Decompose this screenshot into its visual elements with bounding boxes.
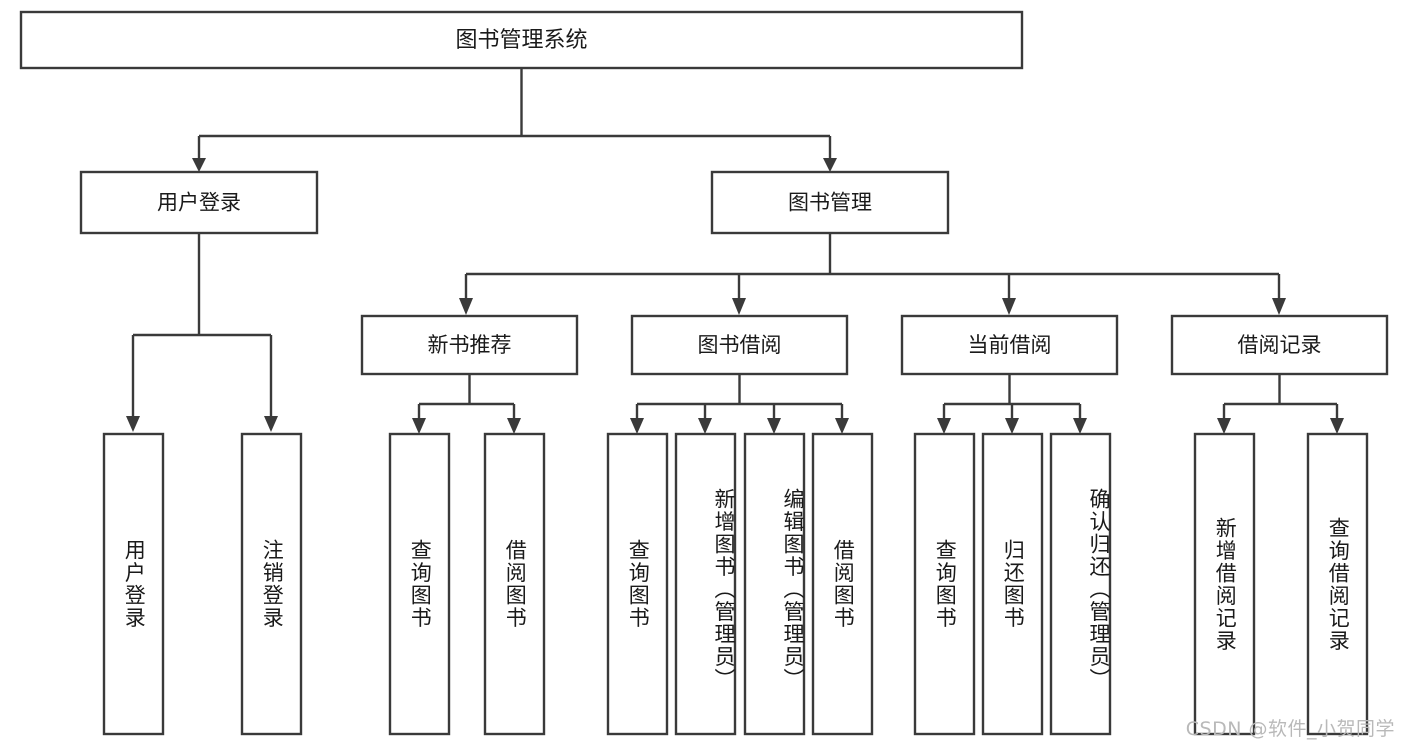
- leaf-box-edit-book-admin[interactable]: [743, 432, 806, 736]
- node-current-borrow-label: 当前借阅: [968, 333, 1052, 357]
- node-new-book-recommend-box[interactable]: [360, 314, 579, 376]
- node-current-borrow[interactable]: 当前借阅: [900, 314, 1119, 376]
- node-book-borrow[interactable]: 图书借阅: [630, 314, 849, 376]
- leaf-box-borrow-book-newbook[interactable]: [483, 432, 546, 736]
- node-user-login[interactable]: 用户登录: [79, 170, 319, 235]
- node-borrow-record-label: 借阅记录: [1238, 333, 1322, 357]
- leaf-box-query-book-borrow[interactable]: [606, 432, 669, 736]
- node-book-borrow-label: 图书借阅: [698, 333, 782, 357]
- node-root-label: 图书管理系统: [455, 28, 587, 53]
- leaf-box-return-book[interactable]: [981, 432, 1044, 736]
- leaf-box-logout[interactable]: [240, 432, 303, 736]
- node-root-book-management-system[interactable]: 图书管理系统: [19, 10, 1024, 70]
- node-current-borrow-box[interactable]: [900, 314, 1119, 376]
- arrow-head-to-user-login: [192, 158, 206, 172]
- connector-borrow-record-to-leaves: [1217, 374, 1344, 434]
- connector-root-to-level2: [192, 68, 837, 172]
- leaf-box-query-book-newbook[interactable]: [388, 432, 451, 736]
- connector-book-management-to-level3: [459, 233, 1286, 315]
- node-root-box[interactable]: [19, 10, 1024, 70]
- leaf-box-add-borrow-record[interactable]: [1193, 432, 1256, 736]
- leaf-box-user-login[interactable]: [102, 432, 165, 736]
- leaf-box-add-book-admin[interactable]: [674, 432, 737, 736]
- node-user-login-box[interactable]: [79, 170, 319, 235]
- leaf-box-confirm-return-admin[interactable]: [1049, 432, 1112, 736]
- leaf-box-query-book-current[interactable]: [913, 432, 976, 736]
- node-new-book-recommend[interactable]: 新书推荐: [360, 314, 579, 376]
- node-new-book-recommend-label: 新书推荐: [428, 333, 512, 357]
- watermark-text: CSDN @软件_小贺同学: [1185, 718, 1395, 740]
- node-book-management-label: 图书管理: [788, 191, 872, 215]
- connector-new-book-to-leaves: [412, 374, 521, 434]
- arrow-head-to-book-management: [823, 158, 837, 172]
- connector-user-login-to-leaves: [126, 233, 278, 432]
- node-user-login-label: 用户登录: [157, 191, 241, 215]
- connector-book-borrow-to-leaves: [630, 374, 849, 434]
- connector-current-borrow-to-leaves: [937, 374, 1087, 434]
- node-borrow-record[interactable]: 借阅记录: [1170, 314, 1389, 376]
- leaf-box-borrow-book[interactable]: [811, 432, 874, 736]
- node-book-management[interactable]: 图书管理: [710, 170, 950, 235]
- leaf-box-query-borrow-record[interactable]: [1306, 432, 1369, 736]
